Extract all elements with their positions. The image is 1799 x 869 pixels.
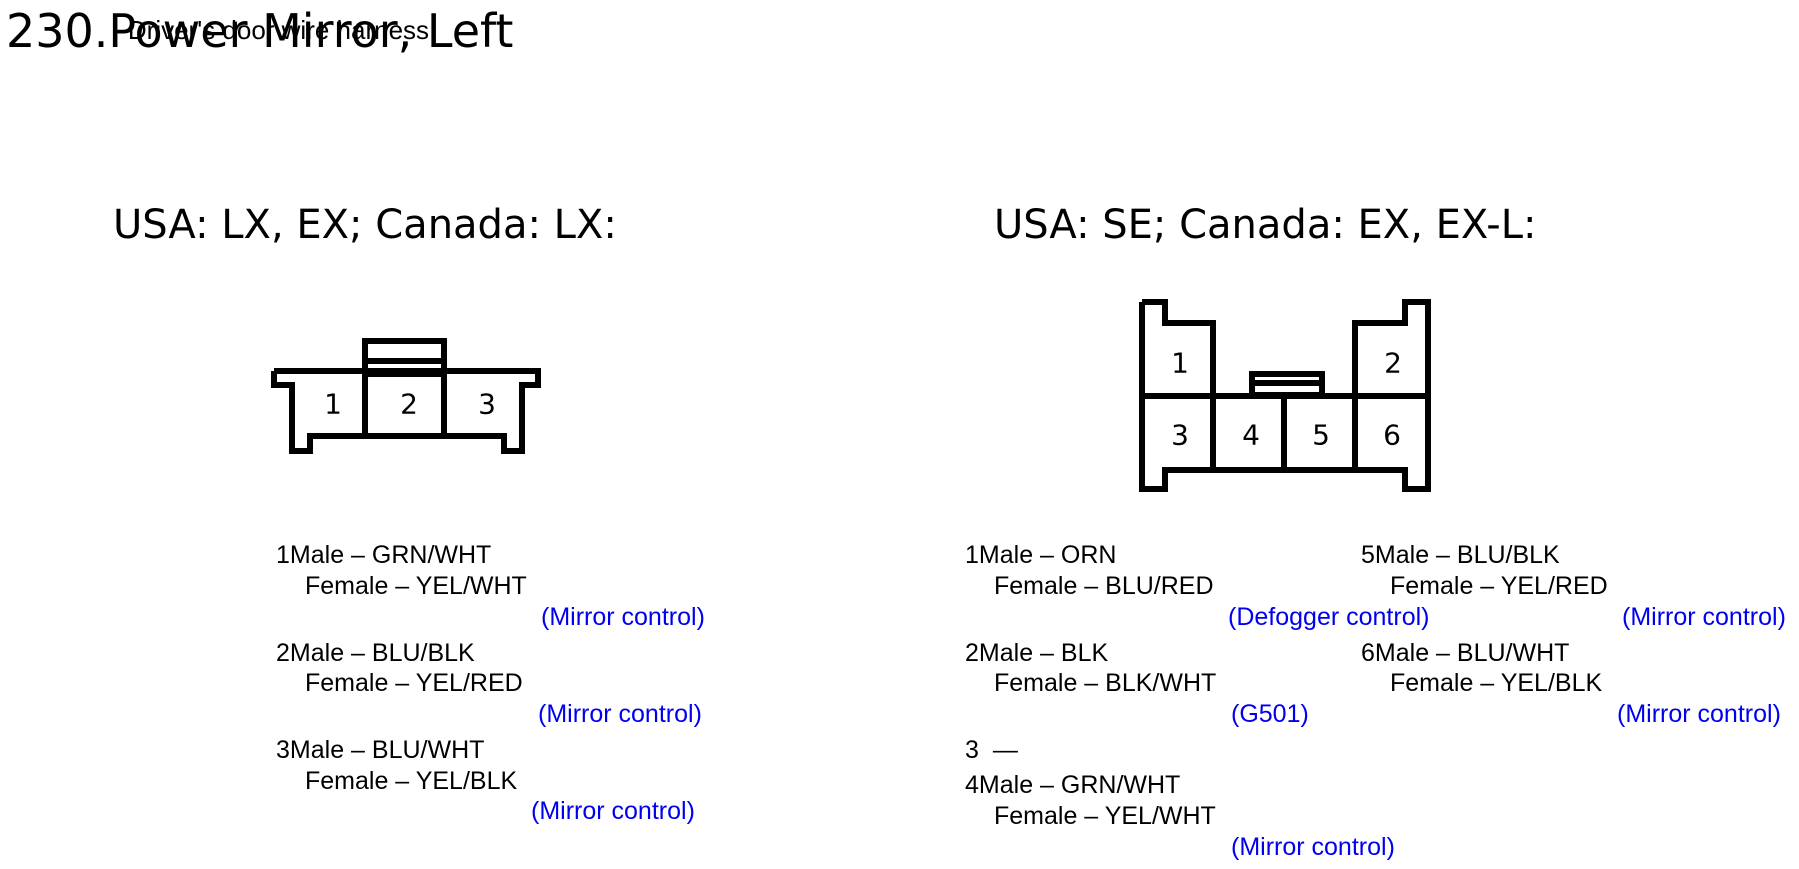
pin-number: 2 [276,639,290,667]
right-section-heading: USA: SE; Canada: EX, EX-L: [994,202,1537,248]
pin-note: (Mirror control) [1622,603,1786,631]
pin-note: (Mirror control) [541,603,705,631]
right-connector-pin-2: 2 [1384,347,1402,380]
pin-number: 1 [276,541,290,569]
pin-entry: 1Male – GRN/WHT [276,543,491,568]
pin-entry: 6Male – BLU/WHT [1361,641,1569,666]
left-connector-body [271,368,541,454]
pin-entry: 2Male – BLU/BLK [276,641,475,666]
pin-number: 4 [965,771,979,799]
pin-number: 5 [1361,541,1375,569]
left-connector-diagram: 1 2 3 [271,338,541,454]
pin-female-wire: Female – YEL/BLK [1390,669,1603,697]
pin-male-wire: Male – BLU/WHT [1374,639,1570,667]
pin-note: (Mirror control) [531,797,695,825]
pin-female-wire: Female – BLU/RED [994,572,1214,600]
pin-note: (Mirror control) [1231,833,1395,861]
pin-number: 6 [1361,639,1375,667]
pin-entry: 3Male – BLU/WHT [276,738,484,763]
pin-number: 2 [965,639,979,667]
right-connector-diagram: 1 2 3 4 5 6 [1139,299,1431,492]
page-subtitle: - Driver's door wire harness [112,15,430,45]
pin-note: (G501) [1231,700,1309,728]
right-connector-pin-1: 1 [1171,347,1189,380]
pin-female-wire: Female – YEL/WHT [994,802,1216,830]
right-connector-body [1139,299,1431,492]
pin-male-wire: Male – GRN/WHT [978,771,1181,799]
pin-number: 3 [965,736,979,764]
pin-male-wire: Male – BLU/WHT [289,736,485,764]
right-connector-pin-4: 4 [1242,419,1260,452]
pin-entry: 5Male – BLU/BLK [1361,543,1560,568]
pin-number: 1 [965,541,979,569]
pin-male-wire: Male – BLU/BLK [289,639,475,667]
pin-unused-dash: — [992,736,1018,764]
pin-note: (Mirror control) [1617,700,1781,728]
left-connector-pin-2: 2 [400,388,418,421]
left-connector-pin-3: 3 [478,388,496,421]
pin-entry: 2Male – BLK [965,641,1108,666]
pin-male-wire: Male – GRN/WHT [289,541,492,569]
right-connector-pin-6: 6 [1383,419,1401,452]
pin-female-wire: Female – YEL/RED [305,669,523,697]
pin-female-wire: Female – YEL/BLK [305,767,518,795]
left-section-heading: USA: LX, EX; Canada: LX: [113,202,617,248]
pin-male-wire: Male – ORN [978,541,1117,569]
pin-male-wire: Male – BLU/BLK [1374,541,1560,569]
pin-entry: 1Male – ORN [965,543,1116,568]
pin-entry: 3 — [965,738,1018,763]
right-connector-pin-5: 5 [1312,419,1330,452]
pin-number: 3 [276,736,290,764]
pin-entry: 4Male – GRN/WHT [965,773,1180,798]
left-connector-pin-1: 1 [324,388,342,421]
pin-male-wire: Male – BLK [978,639,1109,667]
pin-female-wire: Female – YEL/WHT [305,572,527,600]
pin-note: (Mirror control) [538,700,702,728]
pin-note: (Defogger control) [1228,603,1430,631]
page-title: 230.Power Mirror, Left [6,4,514,58]
pin-female-wire: Female – YEL/RED [1390,572,1608,600]
right-connector-pin-3: 3 [1171,419,1189,452]
pin-female-wire: Female – BLK/WHT [994,669,1217,697]
